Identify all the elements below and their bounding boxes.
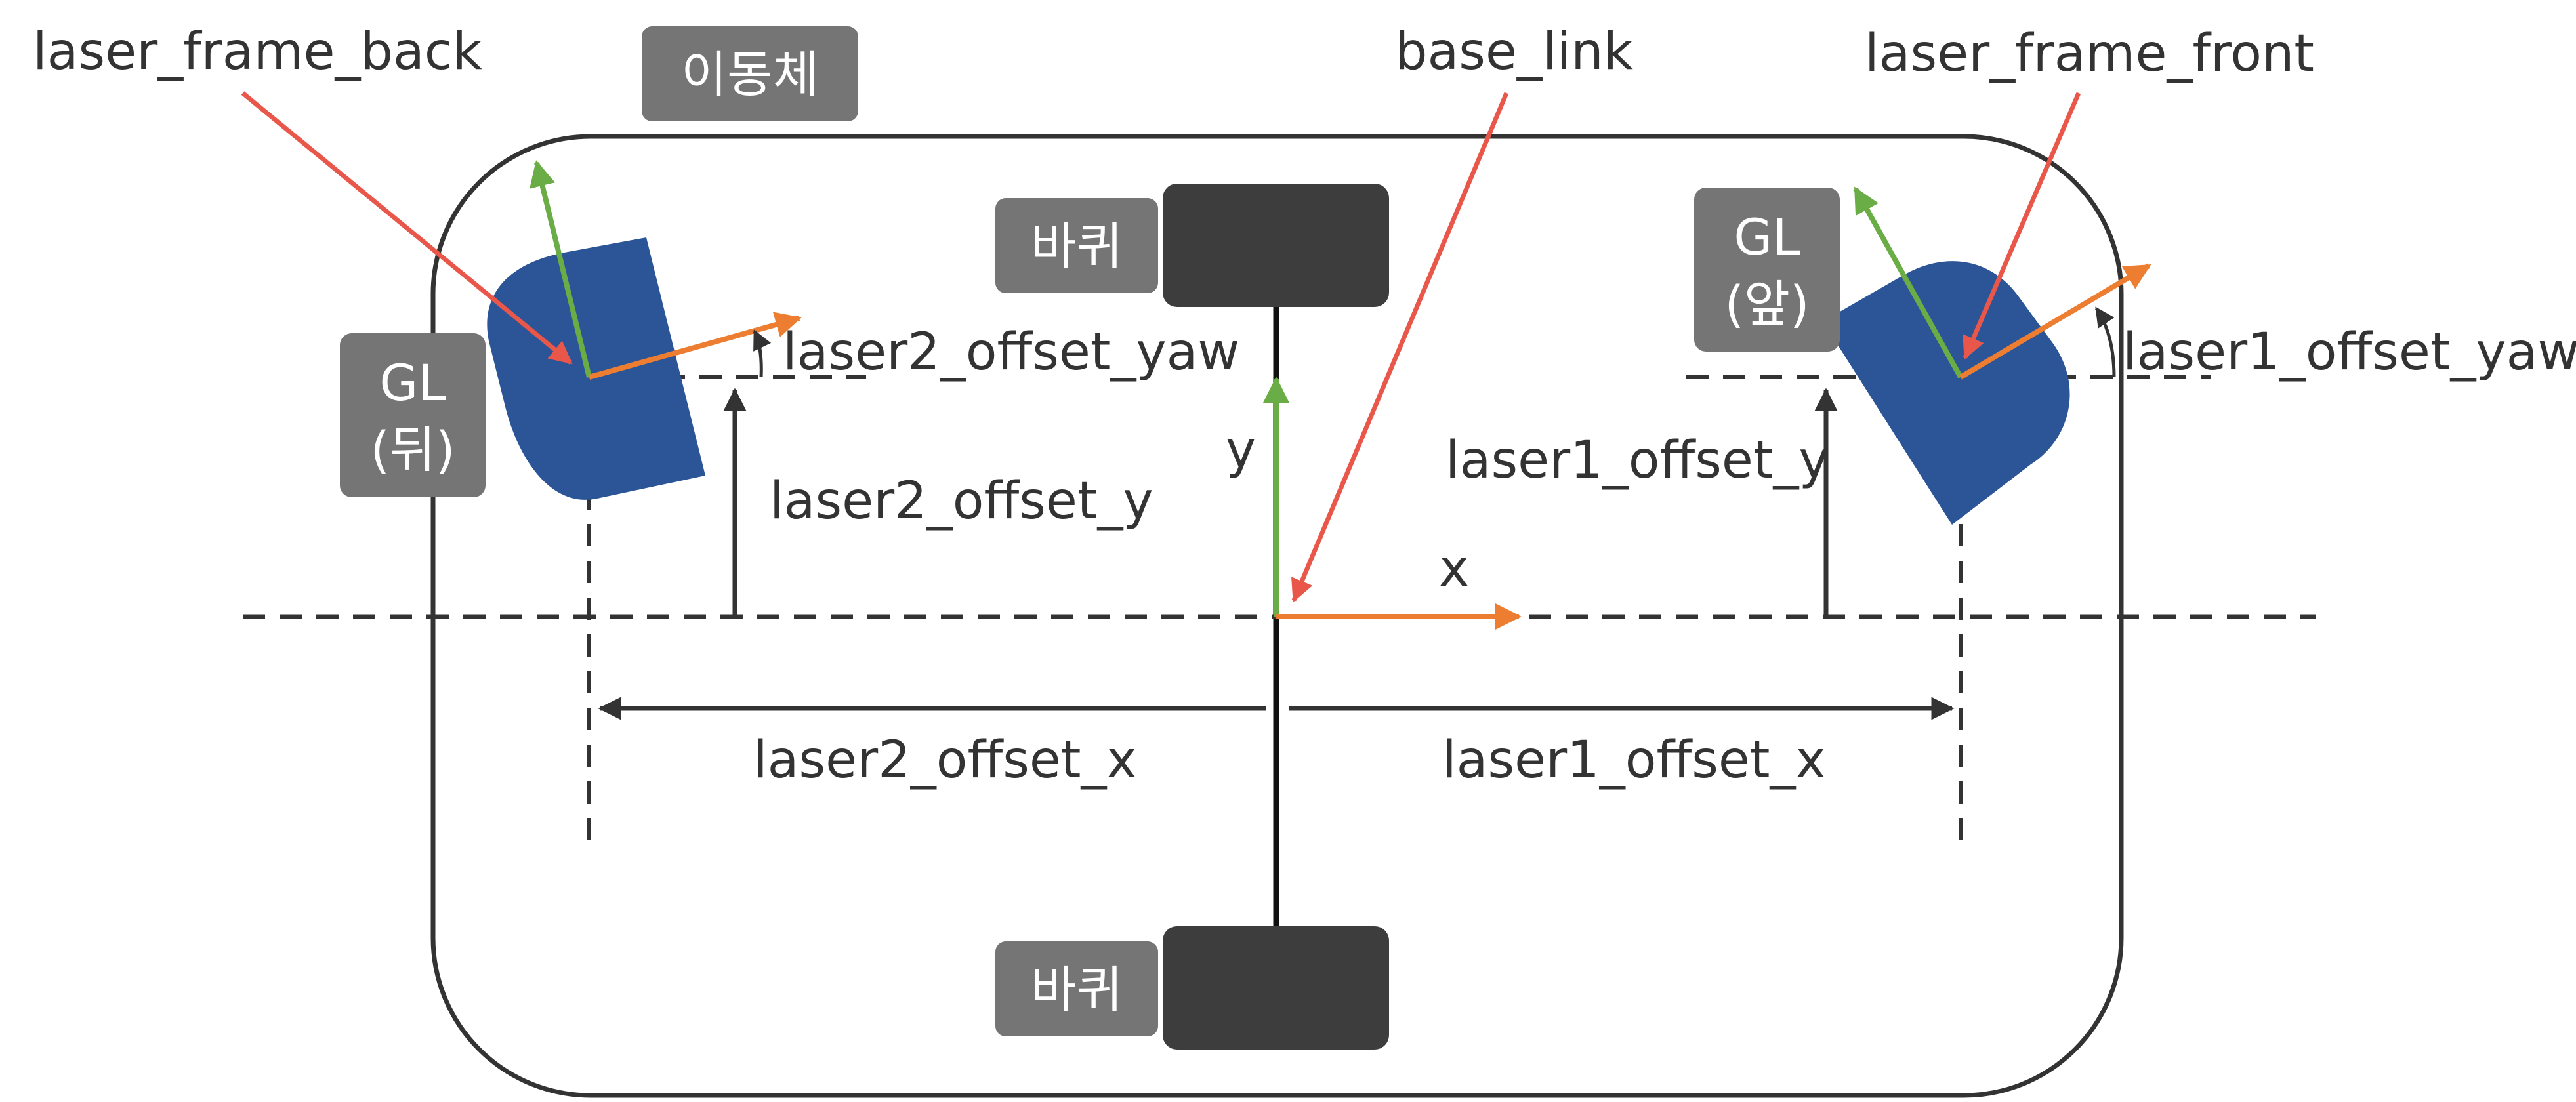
laser2-offset-y-label: laser2_offset_y — [770, 472, 1153, 531]
laser-frame-front-label: laser_frame_front — [1865, 24, 2314, 83]
laser1-offset-yaw-label: laser1_offset_yaw — [2123, 323, 2576, 382]
wheel-top-tag: 바퀴 — [995, 198, 1158, 293]
gl-back-tag-line1: GL — [379, 354, 446, 412]
vehicle-tag: 이동체 — [642, 26, 858, 121]
laser2-offset-x-label: laser2_offset_x — [753, 731, 1137, 790]
front-sensor-x-axis-arrow — [1959, 263, 2151, 380]
gl-front-tag-line1: GL — [1734, 208, 1800, 266]
wheel-bottom — [1163, 926, 1389, 1050]
wheel-top — [1163, 184, 1389, 307]
back-sensor-shape — [487, 237, 705, 500]
gl-back-tag-line2: (뒤) — [370, 420, 455, 479]
back-sensor-y-axis-arrow — [530, 160, 592, 378]
wheel-bottom-tag: 바퀴 — [995, 941, 1158, 1036]
wheel-bottom-tag-text: 바퀴 — [1031, 960, 1123, 1019]
laser-frame-back-label: laser_frame_back — [33, 22, 482, 81]
base-link-pointer — [1291, 92, 1509, 603]
laser1-offset-x-label: laser1_offset_x — [1442, 731, 1826, 790]
axis-y-label: y — [1226, 420, 1256, 480]
gl-back-tag: GL (뒤) — [340, 333, 486, 497]
gl-front-tag-line2: (앞) — [1724, 275, 1809, 333]
vehicle-tag-text: 이동체 — [681, 45, 819, 104]
front-sensor-shape — [1823, 261, 2070, 525]
wheel-top-tag-text: 바퀴 — [1031, 217, 1123, 276]
laser1-offset-y-label: laser1_offset_y — [1445, 431, 1829, 490]
gl-front-tag: GL (앞) — [1694, 188, 1840, 352]
laser1-yaw-arc — [2094, 306, 2116, 378]
base-link-label: base_link — [1395, 22, 1633, 81]
laser2-offset-yaw-label: laser2_offset_yaw — [783, 323, 1239, 382]
front-sensor-y-axis-arrow — [1853, 186, 1963, 378]
laser-frame-front-pointer — [1963, 92, 2081, 360]
laser2-yaw-arc — [753, 329, 772, 378]
axis-x-label: x — [1439, 539, 1469, 598]
laser-frame-back-pointer — [241, 91, 573, 365]
back-sensor-x-axis-arrow — [588, 312, 802, 380]
